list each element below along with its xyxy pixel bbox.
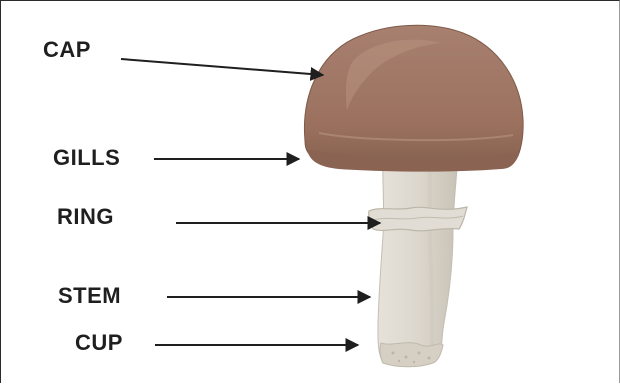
label-gills: GILLS xyxy=(53,145,120,171)
label-ring: RING xyxy=(57,204,114,230)
label-stem: STEM xyxy=(58,283,121,309)
label-cup: CUP xyxy=(75,330,123,356)
label-cap: CAP xyxy=(43,37,91,63)
cap-arrow xyxy=(121,59,323,75)
mushroom-stem xyxy=(378,141,459,366)
mushroom-cup xyxy=(380,343,443,367)
